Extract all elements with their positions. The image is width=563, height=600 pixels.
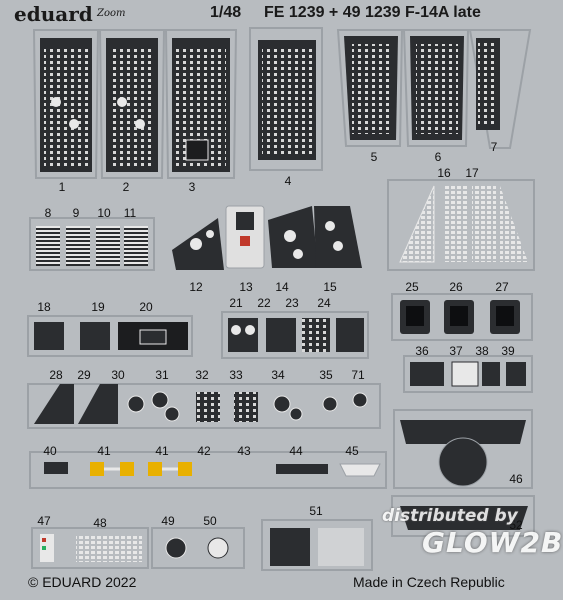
scale-label: 1/48 xyxy=(210,4,242,21)
part-number-46: 46 xyxy=(509,472,523,486)
part-number-48: 48 xyxy=(93,516,107,530)
part-number-24: 24 xyxy=(317,296,331,310)
part-number-25: 25 xyxy=(405,280,419,294)
part-number-8: 8 xyxy=(44,206,52,220)
parts-16-17 xyxy=(387,179,535,271)
part-number-26: 26 xyxy=(449,280,463,294)
part-number-43: 43 xyxy=(237,444,251,458)
part-number-2: 2 xyxy=(122,180,130,194)
part-number-14: 14 xyxy=(275,280,289,294)
part-number-23: 23 xyxy=(285,296,299,310)
part-number-17: 17 xyxy=(465,166,479,180)
part-number-9: 9 xyxy=(72,206,80,220)
part-number-41: 41 xyxy=(97,444,111,458)
part-number-3: 3 xyxy=(188,180,196,194)
part-number-13: 13 xyxy=(239,280,253,294)
part-number-33: 33 xyxy=(229,368,243,382)
part-number-11: 11 xyxy=(123,206,137,220)
part-number-42: 42 xyxy=(197,444,211,458)
part-number-36: 36 xyxy=(415,344,429,358)
part-number-51: 51 xyxy=(309,504,323,518)
part-1 xyxy=(32,29,100,179)
parts-49-50 xyxy=(151,527,245,569)
part-2 xyxy=(98,29,166,179)
part-number-18: 18 xyxy=(37,300,51,314)
part-12 xyxy=(172,218,224,270)
part-number-15: 15 xyxy=(323,280,337,294)
parts-25-27 xyxy=(391,293,533,341)
part-5 xyxy=(336,29,404,147)
part-number-45: 45 xyxy=(345,444,359,458)
part-number-10: 10 xyxy=(97,206,111,220)
part-number-50: 50 xyxy=(203,514,217,528)
part-14 xyxy=(268,206,318,268)
parts-21-24 xyxy=(221,311,369,359)
part-number-52: 52 xyxy=(509,518,523,532)
brand-logo: eduard xyxy=(14,2,93,26)
part-51 xyxy=(261,519,373,571)
part-number-47: 47 xyxy=(37,514,51,528)
part-number-28: 28 xyxy=(49,368,63,382)
part-number-5: 5 xyxy=(370,150,378,164)
part-46 xyxy=(393,409,533,489)
part-13 xyxy=(225,205,265,269)
part-number-34: 34 xyxy=(271,368,285,382)
part-number-31: 31 xyxy=(155,368,169,382)
copyright-text: © EDUARD 2022 xyxy=(28,574,137,590)
parts-40-45 xyxy=(29,451,387,489)
part-number-32: 32 xyxy=(195,368,209,382)
set-title: FE 1239 + 49 1239 F-14A late xyxy=(264,4,481,21)
part-number-37: 37 xyxy=(449,344,463,358)
part-number-20: 20 xyxy=(139,300,153,314)
part-15 xyxy=(314,206,362,268)
parts-28-35-71 xyxy=(27,383,381,429)
part-number-12: 12 xyxy=(189,280,203,294)
part-number-71: 71 xyxy=(351,368,365,382)
part-number-49: 49 xyxy=(161,514,175,528)
parts-36-39 xyxy=(403,355,533,393)
part-number-4: 4 xyxy=(284,174,292,188)
parts-18-20 xyxy=(27,315,193,357)
parts-8-11 xyxy=(29,217,155,271)
part-number-6: 6 xyxy=(434,150,442,164)
part-number-41: 41 xyxy=(155,444,169,458)
part-number-27: 27 xyxy=(495,280,509,294)
origin-text: Made in Czech Republic xyxy=(353,574,505,590)
distributor-watermark: distributed by GLOW2B xyxy=(382,506,563,559)
part-7 xyxy=(468,29,532,149)
part-number-22: 22 xyxy=(257,296,271,310)
part-4 xyxy=(249,27,323,171)
watermark-line2: GLOW2B xyxy=(422,526,563,559)
part-number-21: 21 xyxy=(229,296,243,310)
part-number-35: 35 xyxy=(319,368,333,382)
part-6 xyxy=(402,29,470,147)
part-number-39: 39 xyxy=(501,344,515,358)
part-number-38: 38 xyxy=(475,344,489,358)
zoom-logo: Zoom xyxy=(97,8,126,19)
part-number-7: 7 xyxy=(490,140,498,154)
part-number-1: 1 xyxy=(58,180,66,194)
part-52 xyxy=(391,495,535,537)
part-number-19: 19 xyxy=(91,300,105,314)
part-number-40: 40 xyxy=(43,444,57,458)
part-number-44: 44 xyxy=(289,444,303,458)
part-3 xyxy=(164,29,238,179)
part-number-16: 16 xyxy=(437,166,451,180)
part-number-30: 30 xyxy=(111,368,125,382)
part-number-29: 29 xyxy=(77,368,91,382)
watermark-line1: distributed by xyxy=(382,506,518,526)
parts-47-48 xyxy=(31,527,149,569)
